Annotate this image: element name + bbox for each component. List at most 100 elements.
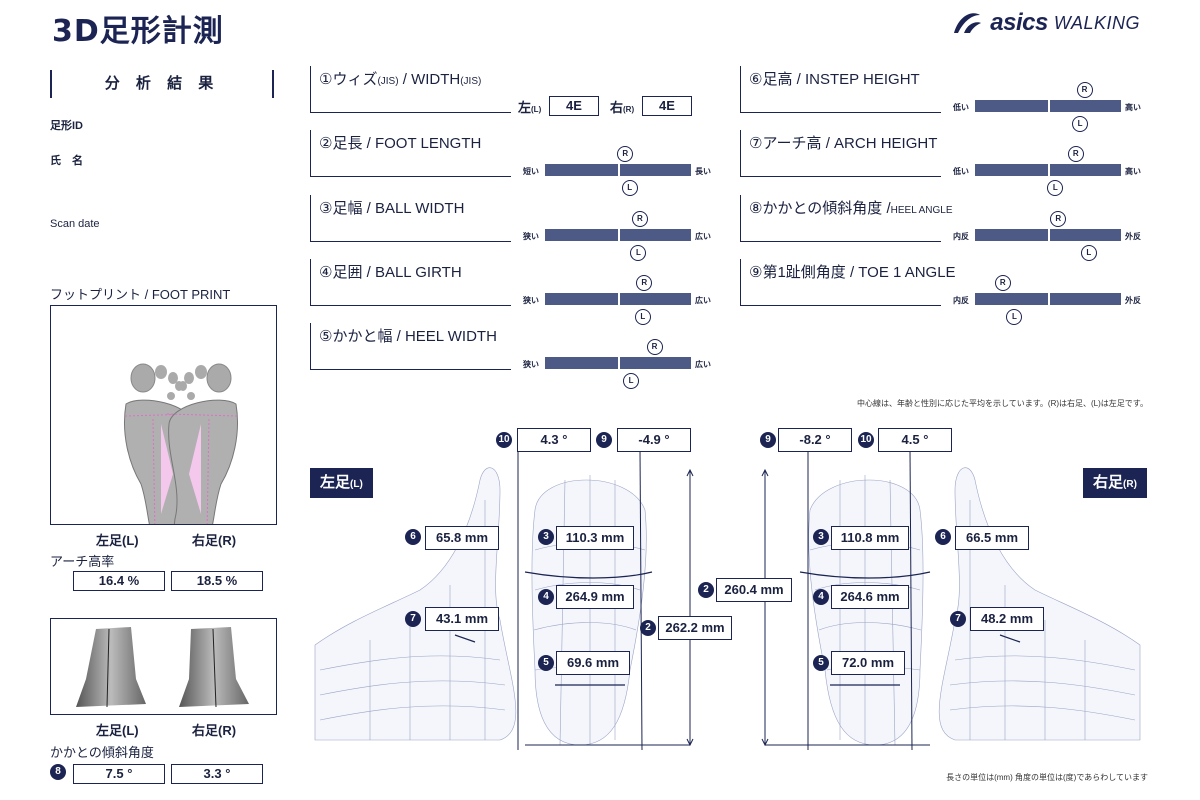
gauge-bar <box>545 228 691 242</box>
footprint-frame <box>50 305 277 556</box>
gauge-bar <box>975 99 1121 113</box>
ball-width-right: 110.8 mm <box>831 526 909 550</box>
left-foot-marker: L <box>634 309 651 325</box>
metric-title: ⑥足高 / INSTEP HEIGHT <box>749 71 920 88</box>
badge-4-right: 4 <box>813 589 829 605</box>
gauge-bar <box>545 292 691 306</box>
metric-title: ④足囲 / BALL GIRTH <box>319 264 462 281</box>
badge-7-right: 7 <box>950 611 966 627</box>
right-foot-mesh <box>761 449 1141 750</box>
metric-title: ⑨第1趾側角度 / TOE 1 ANGLE <box>749 264 956 281</box>
name-label: 氏 名 <box>50 155 83 167</box>
ball-girth-right: 264.6 mm <box>831 585 909 609</box>
page-title: 3D足形計測 <box>52 14 224 49</box>
instep-height-right: 66.5 mm <box>955 526 1029 550</box>
gauge-high-label: 高い <box>1125 103 1141 112</box>
gauge-bar <box>975 292 1121 306</box>
results-heading: 分 析 結 果 <box>50 70 274 98</box>
metric-m4: ④足囲 / BALL GIRTH <box>310 259 511 306</box>
metric-width-title: ①ウィズ <box>319 71 378 88</box>
width-left-value: 4E <box>549 96 599 116</box>
left-foot-marker: L <box>1072 116 1089 132</box>
right-foot-marker: R <box>631 211 648 227</box>
metric-title: ⑤かかと幅 / HEEL WIDTH <box>319 328 497 345</box>
arch-ratio-right: 18.5 % <box>171 571 263 591</box>
right-foot-marker: R <box>636 275 653 291</box>
right-foot-marker: R <box>994 275 1011 291</box>
badge-2-left: 2 <box>640 620 656 636</box>
left-foot-marker: L <box>621 180 638 196</box>
gauge-high-label: 広い <box>695 296 711 305</box>
instep-height-left: 65.8 mm <box>425 526 499 550</box>
scan-date-label: Scan date <box>50 218 100 230</box>
right-foot-marker: R <box>617 146 634 162</box>
badge-2-right: 2 <box>698 582 714 598</box>
gauge-high-label: 外反 <box>1125 232 1141 241</box>
angle10-left-value: 4.3 ° <box>517 428 591 452</box>
left-foot-marker: L <box>623 373 640 389</box>
foot-id-label: 足形ID <box>50 120 83 132</box>
gauge-average-line <box>618 228 620 242</box>
metric-m2: ②足長 / FOOT LENGTH <box>310 130 511 177</box>
angle10-right-value: 4.5 ° <box>878 428 952 452</box>
heel-left-label: 左足(L) <box>96 723 139 738</box>
gauge-low-label: 狭い <box>523 360 539 369</box>
right-foot-marker: R <box>1050 211 1067 227</box>
footprint-left-label: 左足(L) <box>96 533 139 548</box>
arch-height-left: 43.1 mm <box>425 607 499 631</box>
gauge-high-label: 高い <box>1125 167 1141 176</box>
arch-height-right: 48.2 mm <box>970 607 1044 631</box>
heel-angle-label: かかとの傾斜角度 <box>50 745 154 760</box>
badge-7-left: 7 <box>405 611 421 627</box>
heel-width-left: 69.6 mm <box>556 651 630 675</box>
ball-girth-left: 264.9 mm <box>556 585 634 609</box>
gauge-average-line <box>618 356 620 370</box>
footprint-title: フットプリント / FOOT PRINT <box>50 287 231 302</box>
metric-m7: ⑦アーチ高 / ARCH HEIGHT <box>740 130 941 177</box>
gauge-low-label: 内反 <box>953 296 969 305</box>
badge-3-left: 3 <box>538 529 554 545</box>
left-foot-marker: L <box>1047 180 1064 196</box>
gauge-high-label: 広い <box>695 232 711 241</box>
angle9-badge-right: 9 <box>760 432 776 448</box>
gauge-high-label: 外反 <box>1125 296 1141 305</box>
metric-m8: ⑧かかとの傾斜角度 /HEEL ANGLE <box>740 195 953 242</box>
left-foot-mesh <box>314 449 694 750</box>
heel-right-label: 右足(R) <box>192 723 237 738</box>
arch-ratio-label: アーチ高率 <box>50 554 115 569</box>
heel-image-frame <box>50 618 277 715</box>
gauge-low-label: 内反 <box>953 232 969 241</box>
width-right-value: 4E <box>642 96 692 116</box>
metric-width: ①ウィズ(JIS) / WIDTH(JIS) <box>310 66 511 113</box>
right-foot-marker: R <box>646 339 663 355</box>
metric-title: ②足長 / FOOT LENGTH <box>319 135 482 152</box>
badge-6-left: 6 <box>405 529 421 545</box>
gauge-bar <box>975 228 1121 242</box>
metric-m5: ⑤かかと幅 / HEEL WIDTH <box>310 323 511 370</box>
left-foot-marker: L <box>630 245 647 261</box>
gauge-low-label: 狭い <box>523 296 539 305</box>
angle9-left-value: -4.9 ° <box>617 428 691 452</box>
gauge-high-label: 広い <box>695 360 711 369</box>
metric-title: ⑧かかとの傾斜角度 /HEEL ANGLE <box>749 200 953 217</box>
metric-title: ③足幅 / BALL WIDTH <box>319 200 465 217</box>
badge-5-left: 5 <box>538 655 554 671</box>
gauge-average-line <box>1048 99 1050 113</box>
gauge-average-line <box>618 163 620 177</box>
angle9-badge-left: 9 <box>596 432 612 448</box>
footprint-image <box>123 363 239 556</box>
metric-title: ⑦アーチ高 / ARCH HEIGHT <box>749 135 938 152</box>
gauge-low-label: 低い <box>953 167 969 176</box>
width-right-label: 右(R) <box>610 100 635 115</box>
footprint-right-label: 右足(R) <box>192 533 237 548</box>
heel-angle-right: 3.3 ° <box>171 764 263 784</box>
right-foot-marker: R <box>1067 146 1084 162</box>
width-left-label: 左(L) <box>518 100 542 115</box>
heel-angle-left: 7.5 ° <box>73 764 165 784</box>
metric-m6: ⑥足高 / INSTEP HEIGHT <box>740 66 941 113</box>
angle9-right-value: -8.2 ° <box>778 428 852 452</box>
gauge-low-label: 短い <box>523 167 539 176</box>
heel-angle-num-badge: 8 <box>50 764 66 780</box>
angle10-badge-left: 10 <box>496 432 512 448</box>
center-line-note: 中心線は、年齢と性別に応じた平均を示しています。(R)は右足、(L)は左足です。 <box>856 399 1148 408</box>
